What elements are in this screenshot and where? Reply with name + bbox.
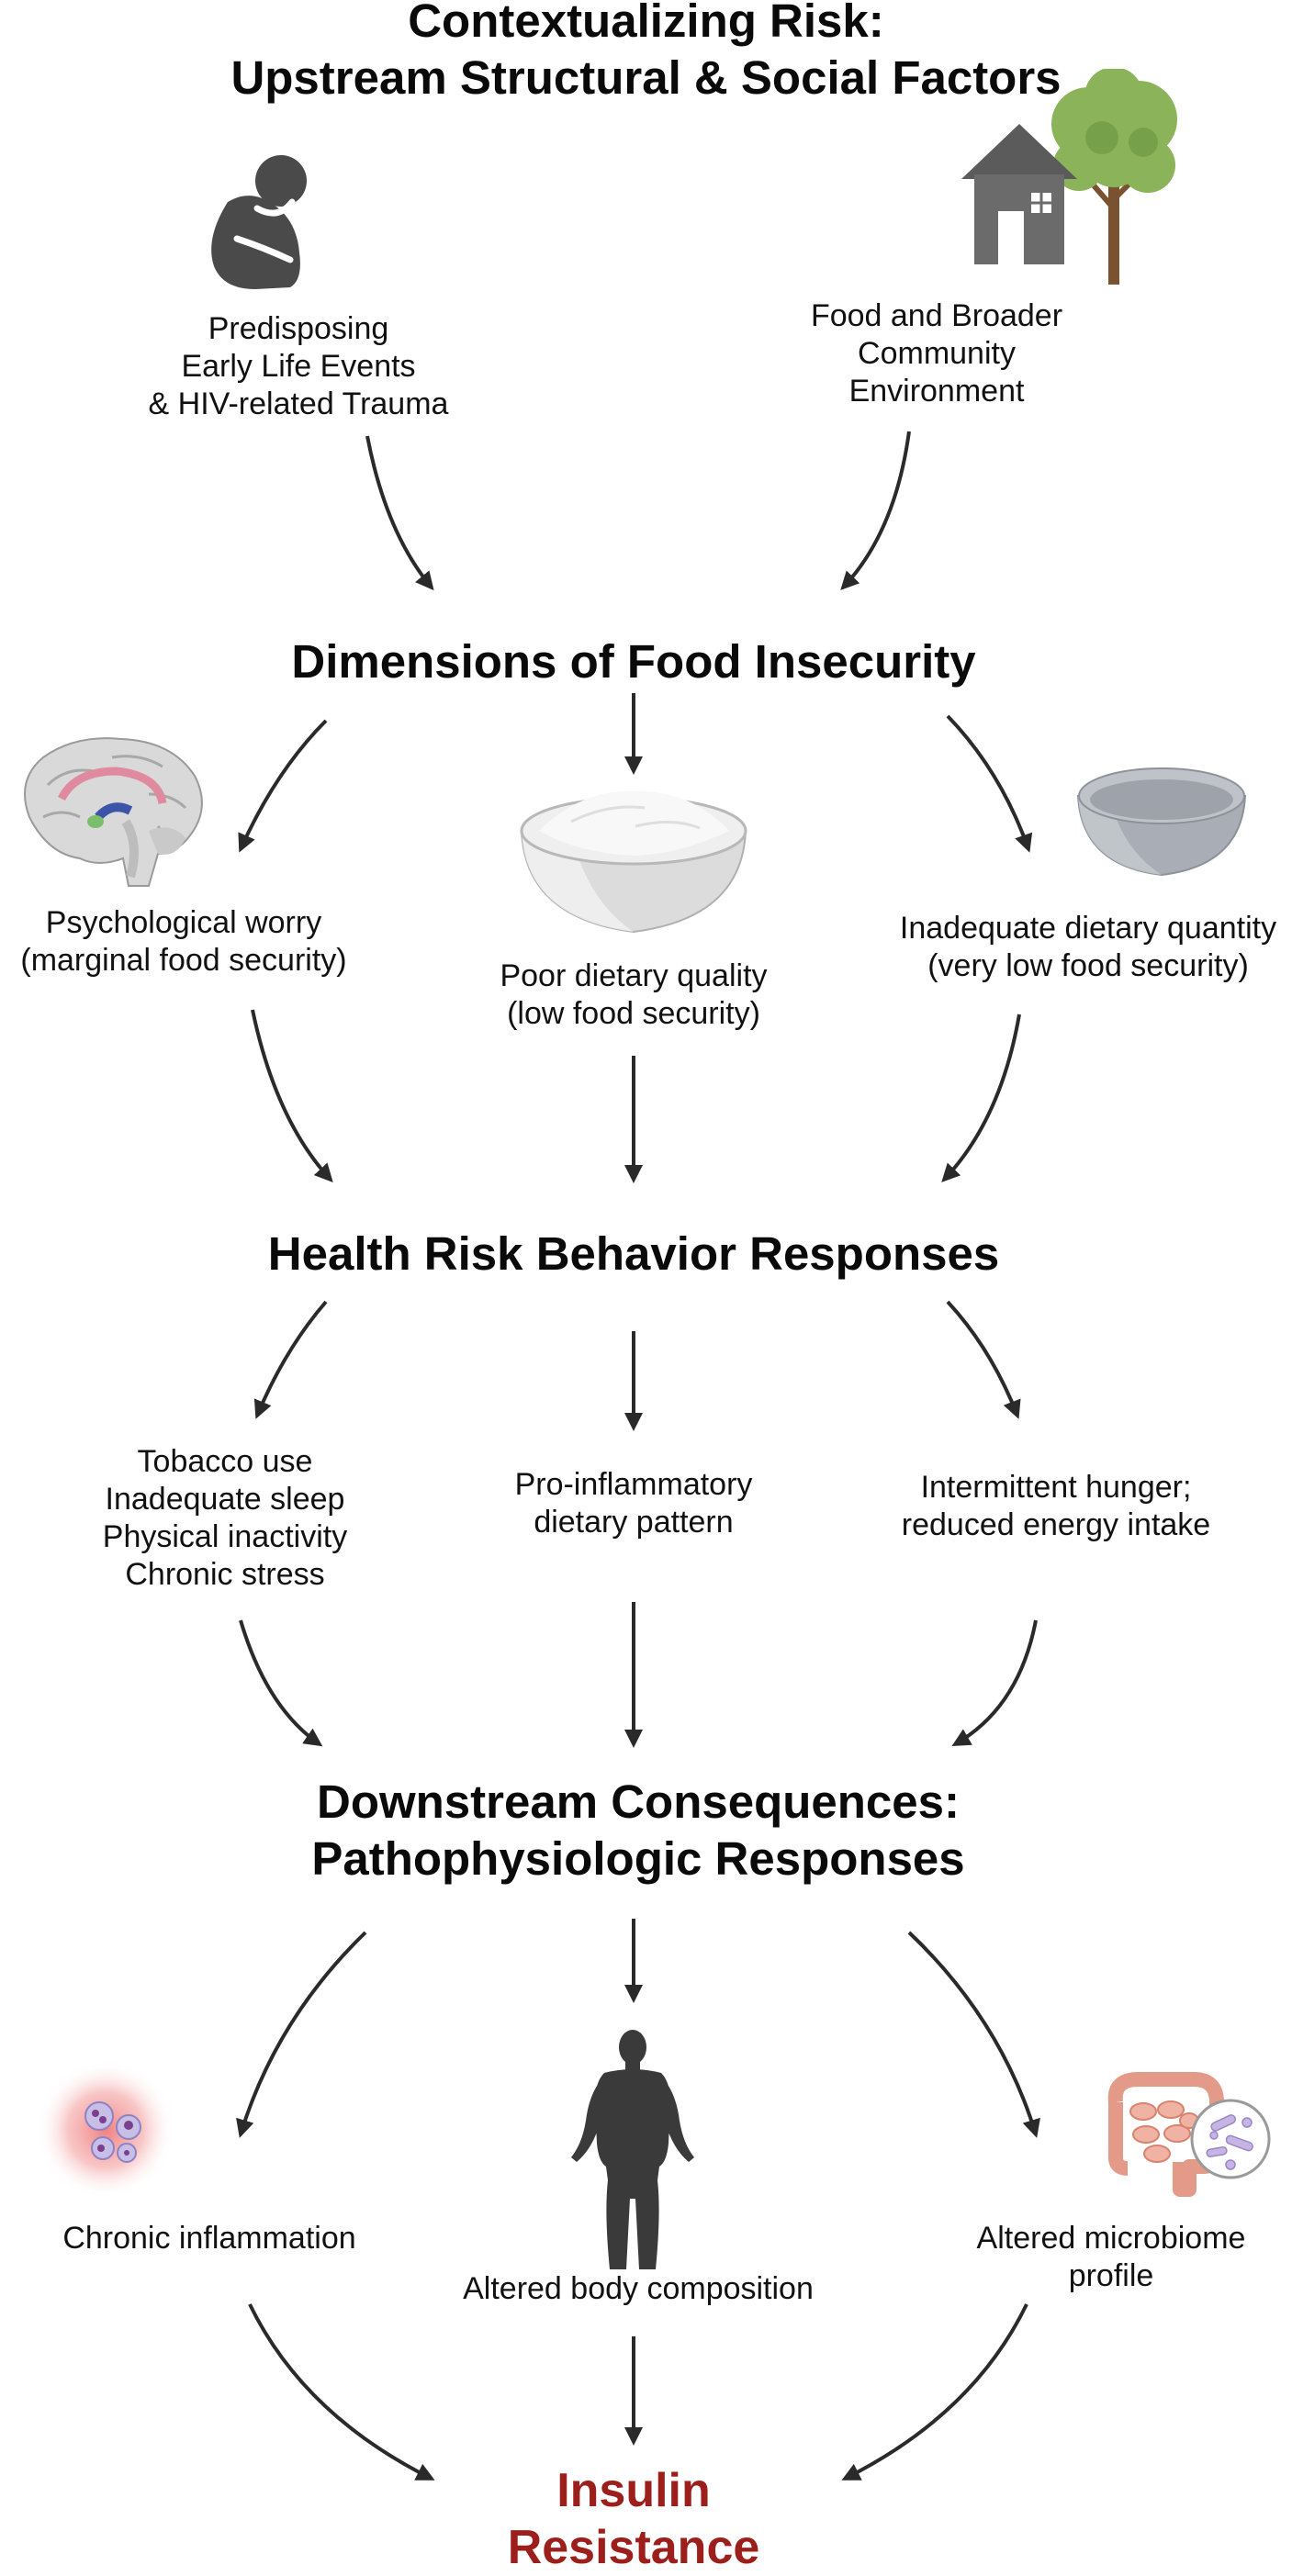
behaviors-center-line-1: Pro-inflammatory [514,1467,753,1502]
brain-icon [24,737,203,887]
behaviors-heading: Health Risk Behavior Responses [267,1227,1000,1280]
fi-left-line-1: Psychological worry [45,905,322,940]
arrow-fi-right [946,714,1033,853]
insulin-resistance-outcome: Insulin Resistance [450,2462,817,2576]
ds-right-line-2: profile [1068,2258,1154,2293]
behaviors-left-line-4: Chronic stress [125,1557,325,1592]
house-and-tree-icon [961,69,1177,285]
upstream-right-line-1: Food and Broader [810,298,1063,333]
fi-left-line-2: (marginal food security) [20,943,347,978]
downstream-heading-line-2: Pathophysiologic Responses [311,1832,965,1885]
arrow-hunger-to-downstream [951,1619,1038,1746]
arrow-inflammation-to-outcome [248,2303,435,2481]
arrow-quantity-to-behavior [941,1014,1021,1182]
upstream-left-line-1: Predisposing [208,311,389,346]
arrow-worry-to-behavior [251,1009,333,1182]
upstream-left-line-3: & HIV-related Trauma [148,386,449,421]
arrow-ds-right [907,1931,1040,2138]
ds-right-line-1: Altered microbiome [976,2221,1246,2256]
arrow-upstream-left [365,435,434,591]
ds-center-label: Altered body composition [409,2270,868,2308]
arrow-hb-left [253,1300,328,1419]
fi-right-line-2: (very low food security) [927,948,1249,983]
gut-microbiome-icon [1107,2072,1271,2197]
arrow-upstream-right [840,431,911,590]
fi-left-label: Psychological worry (marginal food secur… [0,904,367,980]
human-body-icon [571,2030,694,2269]
empty-bowl-icon [1076,767,1247,877]
ds-left-line-1: Chronic inflammation [62,2221,356,2256]
ds-center-line-1: Altered body composition [463,2271,814,2306]
upstream-right-line-3: Environment [848,374,1025,409]
outcome-line-2: Resistance [507,2521,760,2574]
ds-right-label: Altered microbiome profile [927,2220,1292,2295]
downstream-heading-line-1: Downstream Consequences: [316,1775,960,1828]
title-line-1: Contextualizing Risk: [408,0,884,47]
outcome-line-1: Insulin [556,2464,711,2517]
behaviors-right-label: Intermittent hunger; reduced energy inta… [863,1469,1249,1544]
behaviors-center-line-2: dietary pattern [534,1505,734,1540]
arrow-microbiome-to-outcome [841,2303,1028,2481]
fi-center-line-2: (low food security) [507,996,760,1031]
behaviors-center-label: Pro-inflammatory dietary pattern [450,1466,817,1541]
upstream-right-line-2: Community [858,336,1016,371]
food-insecurity-heading: Dimensions of Food Insecurity [291,635,976,688]
full-bowl-icon [520,790,747,934]
fi-center-label: Poor dietary quality (low food security) [450,958,817,1033]
page-title: Contextualizing Risk: Upstream Structura… [0,0,1292,106]
arrow-ds-left [236,1931,367,2138]
ds-left-label: Chronic inflammation [26,2220,393,2257]
upstream-left-line-2: Early Life Events [181,349,416,384]
arrow-fi-left [238,719,328,853]
fi-center-line-1: Poor dietary quality [500,958,768,993]
arrow-hb-right [946,1300,1021,1419]
fi-right-label: Inadequate dietary quantity (very low fo… [868,910,1292,985]
behaviors-right-line-2: reduced energy intake [901,1507,1211,1542]
behaviors-left-line-3: Physical inactivity [102,1519,348,1554]
behaviors-right-line-1: Intermittent hunger; [920,1470,1192,1505]
behaviors-left-line-1: Tobacco use [137,1444,313,1479]
distressed-person-icon [211,155,307,289]
title-line-2: Upstream Structural & Social Factors [230,51,1062,104]
fi-right-line-1: Inadequate dietary quantity [899,911,1277,946]
arrow-lifestyle-to-downstream [239,1619,323,1747]
behaviors-left-label: Tobacco use Inadequate sleep Physical in… [41,1443,409,1594]
behaviors-left-line-2: Inadequate sleep [105,1482,345,1517]
upstream-left-label: Predisposing Early Life Events & HIV-rel… [101,310,496,423]
downstream-heading: Downstream Consequences: Pathophysiologi… [0,1774,1276,1887]
upstream-right-label: Food and Broader Community Environment [753,297,1120,410]
inflammation-cells-icon [37,2061,174,2199]
